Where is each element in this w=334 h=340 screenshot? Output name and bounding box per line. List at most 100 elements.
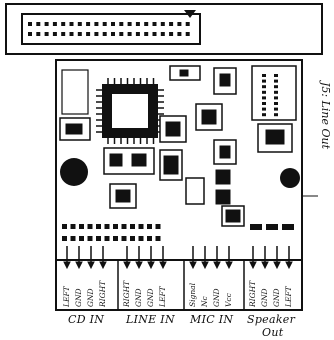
ribbon-pin bbox=[28, 22, 32, 26]
header-pin bbox=[262, 79, 266, 83]
line-out-header bbox=[262, 74, 278, 117]
pin-label-mic-in: Nc bbox=[200, 296, 209, 307]
connector-pin-tip bbox=[75, 261, 83, 270]
header-pin bbox=[274, 102, 278, 105]
ribbon-pin bbox=[28, 32, 32, 36]
connector-pin-tip bbox=[123, 261, 131, 270]
connector-pin-tip bbox=[189, 261, 197, 270]
ribbon-pin bbox=[111, 32, 115, 36]
ribbon-pin bbox=[185, 22, 190, 26]
connector-pin-tip bbox=[135, 261, 143, 270]
header-pin bbox=[274, 107, 278, 111]
pin-label-line-in: LEFT bbox=[158, 286, 167, 307]
jumper-pin bbox=[79, 236, 84, 241]
pin-label-mic-in: GND bbox=[212, 288, 221, 307]
ribbon-pin bbox=[152, 32, 157, 36]
pin-label-cd-in: RIGHT bbox=[98, 280, 107, 307]
jumper-pin bbox=[113, 224, 118, 229]
ribbon-pin bbox=[144, 32, 149, 36]
jumper-row bbox=[62, 216, 294, 241]
header-pin bbox=[274, 90, 278, 94]
connector-pin-tip bbox=[225, 261, 233, 270]
pin-label-line-in: GND bbox=[134, 288, 143, 307]
jumper-pin bbox=[147, 236, 152, 241]
ribbon-pin bbox=[160, 32, 165, 36]
jumper-pin bbox=[155, 224, 161, 229]
jumper-pin bbox=[96, 236, 101, 241]
ribbon-pin bbox=[135, 22, 140, 26]
jumper-cap bbox=[266, 224, 278, 230]
connector-pin-tip bbox=[99, 261, 107, 270]
ribbon-pin bbox=[77, 22, 82, 26]
ribbon-pin bbox=[61, 32, 66, 36]
ribbon-pin bbox=[36, 22, 41, 26]
ribbon-pin bbox=[160, 22, 165, 26]
pin-label-speaker-out: RIGHT bbox=[248, 280, 257, 307]
main-chip bbox=[96, 78, 164, 144]
ribbon-pin bbox=[111, 22, 115, 26]
pin-label-speaker-out: GND bbox=[272, 288, 281, 307]
header-pin bbox=[262, 102, 266, 105]
jumper-pin bbox=[96, 224, 101, 229]
label-cd-in: CD IN bbox=[68, 313, 105, 326]
jumper-pin bbox=[147, 224, 152, 229]
pin-label-cd-in: LEFT bbox=[62, 286, 71, 307]
header-pin bbox=[262, 107, 266, 111]
pin-label-speaker-out: GND bbox=[260, 288, 269, 307]
ribbon-pin bbox=[86, 22, 91, 26]
connector-pin-tip bbox=[285, 261, 293, 270]
header-pin bbox=[262, 96, 266, 100]
ribbon-pin bbox=[177, 32, 182, 36]
label-mic-in: MIC IN bbox=[190, 313, 234, 326]
ribbon-pin bbox=[119, 32, 124, 36]
ribbon-pin bbox=[102, 22, 107, 26]
header-pin bbox=[262, 74, 266, 77]
header-pin bbox=[274, 79, 278, 83]
jumper-pin bbox=[113, 236, 118, 241]
jumper-cap bbox=[282, 224, 294, 230]
jumper-pin bbox=[104, 236, 110, 241]
buzzer bbox=[60, 158, 88, 186]
ribbon-pin bbox=[177, 22, 182, 26]
jumper-pin bbox=[70, 236, 76, 241]
ribbon-pin bbox=[69, 22, 74, 26]
ribbon-pin bbox=[86, 32, 91, 36]
pin-label-line-in: GND bbox=[146, 288, 155, 307]
ribbon-pin bbox=[94, 22, 99, 26]
ribbon-pin bbox=[94, 32, 99, 36]
label-j5-line-out: J5: Line Out bbox=[319, 82, 332, 150]
header-pin bbox=[274, 113, 278, 117]
ribbon-pin bbox=[169, 32, 174, 36]
ribbon-pin bbox=[102, 32, 107, 36]
connector-pin-tip bbox=[273, 261, 281, 270]
audio-connectors bbox=[63, 246, 293, 270]
jumper-cap bbox=[250, 224, 262, 230]
jumper-pin bbox=[62, 224, 67, 229]
pin-label-mic-in: Signal bbox=[188, 282, 197, 307]
components bbox=[59, 65, 297, 227]
ribbon-pin bbox=[185, 32, 190, 36]
connector-pin-tip bbox=[147, 261, 155, 270]
capacitor-round bbox=[280, 168, 300, 188]
connector-pin-tip bbox=[261, 261, 269, 270]
connector-pin-tip bbox=[201, 261, 209, 270]
jumper-pin bbox=[138, 224, 144, 229]
ribbon-pin bbox=[135, 32, 140, 36]
jumper-pin bbox=[130, 236, 135, 241]
ribbon-pin bbox=[36, 32, 41, 36]
ribbon-pin bbox=[119, 22, 124, 26]
jumper-pin bbox=[121, 224, 127, 229]
ribbon-pin bbox=[52, 32, 57, 36]
header-pin bbox=[274, 96, 278, 100]
jumper-pin bbox=[87, 236, 93, 241]
connector-pin-tip bbox=[159, 261, 167, 270]
ribbon-pin bbox=[144, 22, 149, 26]
label-speaker-out: Speaker bbox=[247, 313, 296, 326]
pin-label-line-in: RIGHT bbox=[122, 280, 131, 307]
pin-label-speaker-out: LEFT bbox=[284, 286, 293, 307]
ribbon-pin bbox=[127, 22, 132, 26]
jumper-pin bbox=[130, 224, 135, 229]
label-line-in: LINE IN bbox=[126, 313, 175, 326]
jumper-pin bbox=[62, 236, 67, 241]
